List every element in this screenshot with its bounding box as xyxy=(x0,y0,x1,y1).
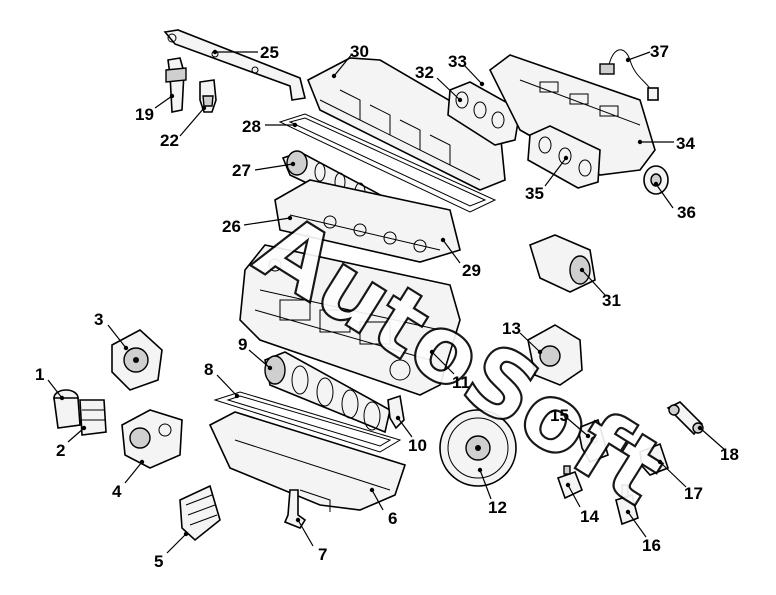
callout-30: 30 xyxy=(350,42,369,61)
leader-lines xyxy=(47,49,726,554)
callout-10: 10 xyxy=(408,436,427,455)
callout-13: 13 xyxy=(502,319,521,338)
part-bracket-7 xyxy=(283,489,307,529)
callout-1: 1 xyxy=(35,365,44,384)
part-sensor-22 xyxy=(199,79,217,113)
callout-26: 26 xyxy=(222,217,241,236)
part-cover-gasket xyxy=(278,113,497,213)
part-fuel-rail xyxy=(163,29,306,101)
part-bracket-15 xyxy=(577,418,609,463)
callout-28: 28 xyxy=(242,117,261,136)
part-starter xyxy=(529,234,596,293)
part-exhaust-gasket xyxy=(447,81,521,146)
callout-8: 8 xyxy=(204,360,213,379)
callout-9: 9 xyxy=(238,335,247,354)
callout-32: 32 xyxy=(415,63,434,82)
callout-34: 34 xyxy=(676,134,695,153)
callout-4: 4 xyxy=(112,482,122,501)
part-oil-cooler xyxy=(179,484,221,542)
callout-35: 35 xyxy=(525,184,544,203)
callout-6: 6 xyxy=(388,509,397,528)
part-engine-block xyxy=(239,244,461,396)
callout-36: 36 xyxy=(677,203,696,222)
part-oil-filter xyxy=(79,399,107,436)
part-valve-cover xyxy=(306,57,506,191)
part-flywheel xyxy=(439,409,517,487)
part-crankshaft xyxy=(264,351,391,434)
part-pump-13 xyxy=(527,324,583,386)
callout-37: 37 xyxy=(650,42,669,61)
callout-16: 16 xyxy=(642,536,661,555)
part-outlet-36 xyxy=(643,165,669,195)
callout-labels: 1 2 3 4 5 6 7 8 9 10 11 12 13 14 15 16 1… xyxy=(35,42,739,571)
callout-11: 11 xyxy=(452,373,470,392)
callout-5: 5 xyxy=(154,552,163,571)
callout-7: 7 xyxy=(318,545,327,564)
callout-27: 27 xyxy=(232,161,251,180)
callout-25: 25 xyxy=(260,43,279,62)
callout-33: 33 xyxy=(448,52,467,71)
callout-29: 29 xyxy=(462,261,481,280)
part-manifold-gasket xyxy=(527,125,601,189)
callout-3: 3 xyxy=(94,310,103,329)
part-oil-filter-housing xyxy=(53,389,81,429)
part-oil-pan xyxy=(208,411,407,512)
part-water-pump xyxy=(111,329,163,391)
part-filter-bracket xyxy=(121,409,183,469)
part-injector xyxy=(165,57,187,113)
callout-17: 17 xyxy=(684,484,703,503)
callout-2: 2 xyxy=(56,441,65,460)
callout-31: 31 xyxy=(602,291,621,310)
part-cylinder-head xyxy=(274,179,461,263)
callout-12: 12 xyxy=(488,498,507,517)
callout-22: 22 xyxy=(160,131,179,150)
callout-19: 19 xyxy=(135,105,154,124)
callout-18: 18 xyxy=(720,445,739,464)
callout-15: 15 xyxy=(550,406,569,425)
part-mount-16 xyxy=(615,484,639,526)
part-bracket-17 xyxy=(639,442,669,476)
callout-14: 14 xyxy=(580,507,599,526)
